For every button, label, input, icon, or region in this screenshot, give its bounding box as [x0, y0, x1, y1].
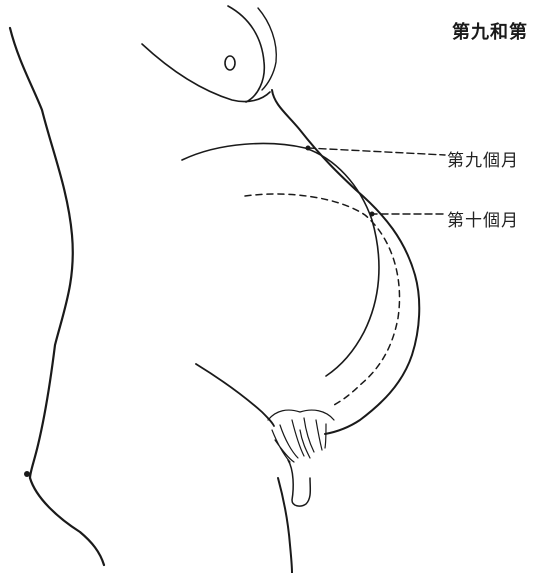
- fundus-line-month9: [181, 142, 380, 377]
- nipple-outline: [224, 55, 236, 71]
- label-ninth-month: 第九個月: [447, 151, 519, 171]
- buttock-outline: [28, 476, 106, 567]
- back-outline: [8, 26, 74, 480]
- breast-upper-outline: [257, 7, 277, 91]
- breast-outline: [141, 43, 271, 103]
- label-tenth-month: 第十個月: [447, 211, 519, 231]
- pubic-area: [267, 409, 335, 463]
- lower-abdomen-curve: [195, 363, 275, 427]
- figure-title: 第九和第: [452, 22, 528, 43]
- fundus-line-month10: [244, 193, 401, 407]
- thigh-front-outline: [277, 477, 293, 573]
- abdomen-front-outline: [271, 89, 421, 435]
- leader-pointer-month10: [369, 211, 375, 217]
- genital-outline: [287, 459, 312, 507]
- arm-outline: [227, 5, 266, 103]
- leader-pointer-month9: [305, 145, 311, 151]
- buttock-mark: [24, 471, 30, 477]
- leader-line-month9: [307, 147, 446, 156]
